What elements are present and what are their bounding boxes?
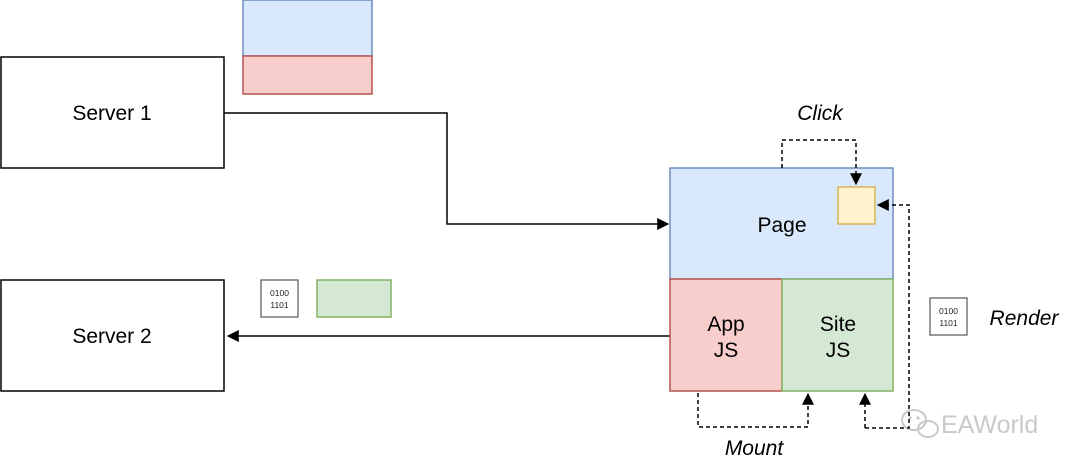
render-binary-line-2: 1101 [939,318,958,328]
server-2-label: Server 2 [72,325,151,348]
site-js-box [781,278,894,392]
clickable-element-box [837,186,876,225]
mount-loop-arrow [697,392,814,428]
mount-label: Mount [725,437,785,460]
green-block [316,279,392,318]
wechat-logo-icon [901,409,939,438]
render-label: Render [990,307,1060,330]
app-js-label-line1: App [707,313,744,336]
binary-line-1: 0100 [270,288,289,298]
page-label: Page [757,214,806,237]
blue-block [242,0,373,57]
red-block [242,55,373,95]
site-js-node: Site JS [781,278,894,392]
server-2-box [0,279,225,392]
server-2-node: Server 2 [0,279,225,392]
click-loop-arrow [781,139,862,186]
server1-to-page-arrow [224,112,670,230]
app-js-label-line2: JS [714,339,739,362]
server-1-label: Server 1 [72,102,151,125]
click-label: Click [797,102,844,125]
app-js-node: App JS [669,278,783,392]
binary-data-icon: 0100 1101 [260,279,299,318]
watermark-text: EAWorld [941,411,1038,439]
site-js-label-line2: JS [826,339,851,362]
render-arrow [865,199,910,429]
site-js-label-line1: Site [820,313,856,336]
binary-line-2: 1101 [270,300,289,310]
render-binary-line-1: 0100 [939,306,958,316]
server-1-node: Server 1 [0,56,225,169]
page-node: Page [669,167,894,280]
render-binary-icon: 0100 1101 [929,297,968,336]
top-color-block [242,0,373,95]
server-1-box [0,56,225,169]
watermark: EAWorld [901,409,1038,439]
